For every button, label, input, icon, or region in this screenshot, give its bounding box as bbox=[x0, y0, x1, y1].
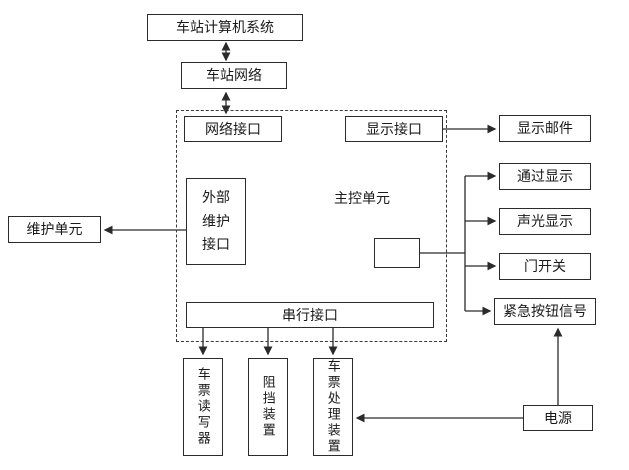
node-sound-light-display: 声光显示 bbox=[499, 208, 591, 235]
node-external-maintenance-interface: 外部维护接口 bbox=[186, 178, 246, 265]
node-ticket-processing-device: 车票处理装置 bbox=[313, 358, 353, 456]
main-control-unit-title: 主控单元 bbox=[322, 188, 402, 208]
node-power-supply: 电源 bbox=[523, 405, 593, 431]
node-station-network: 车站网络 bbox=[181, 62, 287, 89]
node-display-mail: 显示邮件 bbox=[499, 115, 591, 142]
node-output-port bbox=[374, 238, 420, 268]
node-emergency-button-signal: 紧急按钮信号 bbox=[494, 298, 596, 325]
node-display-interface-label: 显示接口 bbox=[366, 120, 422, 137]
node-station-computer-label: 车站计算机系统 bbox=[176, 19, 274, 36]
node-blocking-device-label: 阻挡装置 bbox=[260, 375, 276, 439]
node-door-switch: 门开关 bbox=[499, 253, 591, 280]
node-pass-display-label: 通过显示 bbox=[517, 168, 573, 185]
main-control-unit-frame bbox=[176, 110, 447, 342]
node-power-supply-label: 电源 bbox=[544, 409, 572, 426]
node-display-mail-label: 显示邮件 bbox=[517, 120, 573, 137]
node-station-computer: 车站计算机系统 bbox=[147, 14, 303, 41]
node-display-interface: 显示接口 bbox=[345, 116, 443, 142]
node-ticket-processing-device-label: 车票处理装置 bbox=[325, 359, 341, 455]
node-ticket-reader-writer-label: 车票读写器 bbox=[195, 367, 211, 447]
node-blocking-device: 阻挡装置 bbox=[248, 358, 288, 456]
main-control-unit-title-text: 主控单元 bbox=[334, 190, 390, 206]
node-network-interface-label: 网络接口 bbox=[205, 120, 261, 137]
node-external-maintenance-interface-label: 外部维护接口 bbox=[202, 188, 230, 253]
node-network-interface: 网络接口 bbox=[184, 116, 282, 142]
node-pass-display: 通过显示 bbox=[499, 163, 591, 190]
node-serial-interface: 串行接口 bbox=[186, 302, 434, 328]
node-ticket-reader-writer: 车票读写器 bbox=[183, 358, 223, 456]
node-emergency-button-signal-label: 紧急按钮信号 bbox=[503, 303, 587, 320]
node-station-network-label: 车站网络 bbox=[206, 67, 262, 84]
node-maintenance-unit-label: 维护单元 bbox=[26, 221, 83, 238]
node-maintenance-unit: 维护单元 bbox=[8, 216, 101, 243]
node-serial-interface-label: 串行接口 bbox=[282, 306, 338, 323]
node-door-switch-label: 门开关 bbox=[524, 258, 566, 275]
node-sound-light-display-label: 声光显示 bbox=[517, 213, 573, 230]
